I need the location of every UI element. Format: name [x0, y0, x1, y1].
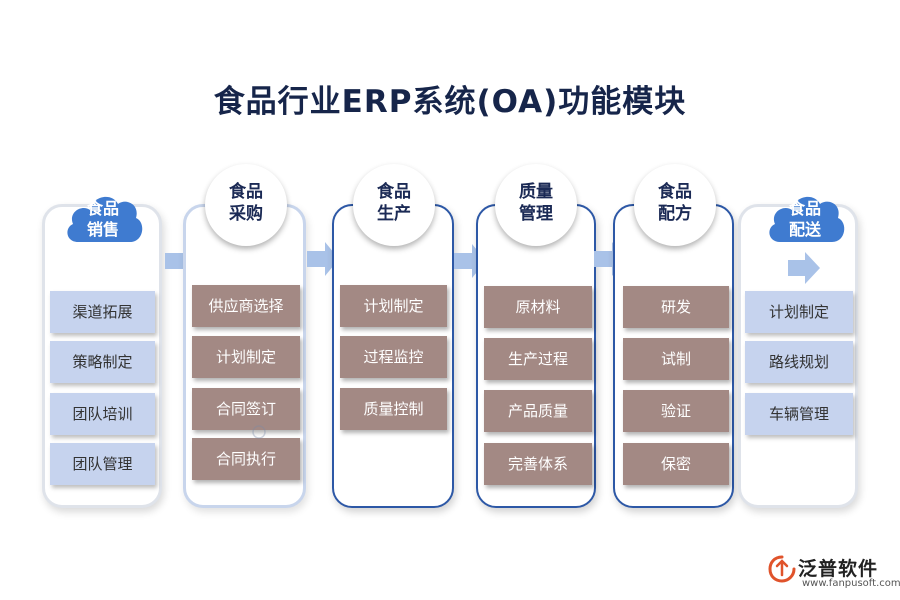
- arrow-right-icon: [307, 242, 339, 276]
- cloud-header-sales: 食品 销售: [60, 184, 146, 254]
- item-production-2: 过程监控: [340, 336, 447, 378]
- cloud-header-delivery: 食品 配送: [762, 184, 848, 254]
- cloud-icon: [67, 196, 143, 242]
- item-purchase-2: 计划制定: [192, 336, 300, 378]
- header-line-2: 生产: [377, 204, 411, 224]
- item-delivery-1: 计划制定: [745, 291, 853, 333]
- item-quality-1: 原材料: [484, 286, 592, 328]
- header-line-1: 质量: [519, 182, 553, 202]
- circle-header-formula-label: 食品 配方: [634, 181, 716, 225]
- cloud-header-delivery-label: 食品 配送: [762, 198, 848, 240]
- header-line-1: 食品: [788, 199, 821, 218]
- circle-header-formula: 食品 配方: [634, 164, 716, 246]
- item-delivery-2: 路线规划: [745, 341, 853, 383]
- item-quality-2: 生产过程: [484, 338, 592, 380]
- header-line-2: 采购: [229, 204, 263, 224]
- item-purchase-3: 合同签订: [192, 388, 300, 430]
- circle-header-production-label: 食品 生产: [353, 181, 435, 225]
- item-quality-4: 完善体系: [484, 443, 592, 485]
- header-line-1: 食品: [658, 182, 692, 202]
- item-production-1: 计划制定: [340, 285, 447, 327]
- fanpu-watermark-icon: [252, 425, 266, 439]
- circle-header-purchase-label: 食品 采购: [205, 181, 287, 225]
- item-production-3: 质量控制: [340, 388, 447, 430]
- header-line-1: 食品: [229, 182, 263, 202]
- item-formula-2: 试制: [623, 338, 729, 380]
- item-formula-3: 验证: [623, 390, 729, 432]
- cloud-icon: [769, 196, 845, 242]
- header-line-1: 食品: [377, 182, 411, 202]
- item-sales-4: 团队管理: [50, 443, 155, 485]
- diagram-title: 食品行业ERP系统(OA)功能模块: [213, 84, 687, 120]
- item-quality-3: 产品质量: [484, 390, 592, 432]
- item-formula-1: 研发: [623, 286, 729, 328]
- item-purchase-1: 供应商选择: [192, 285, 300, 327]
- header-line-2: 管理: [519, 204, 553, 224]
- item-formula-4: 保密: [623, 443, 729, 485]
- header-line-1: 食品: [86, 199, 119, 218]
- logo-url: www.fanpusoft.com: [802, 578, 900, 589]
- header-line-2: 配方: [658, 204, 692, 224]
- watermark: [252, 424, 322, 440]
- circle-header-quality: 质量 管理: [495, 164, 577, 246]
- circle-header-quality-label: 质量 管理: [495, 181, 577, 225]
- header-line-2: 配送: [788, 220, 821, 239]
- header-line-2: 销售: [86, 220, 119, 239]
- logo-name: 泛普软件: [798, 558, 879, 580]
- item-sales-3: 团队培训: [50, 393, 155, 435]
- logo: 泛普软件 www.fanpusoft.com: [768, 553, 900, 593]
- cloud-header-sales-label: 食品 销售: [60, 198, 146, 240]
- item-purchase-4: 合同执行: [192, 438, 300, 480]
- fanpu-logo-icon: [768, 555, 796, 583]
- item-delivery-3: 车辆管理: [745, 393, 853, 435]
- item-sales-2: 策略制定: [50, 341, 155, 383]
- circle-header-purchase: 食品 采购: [205, 164, 287, 246]
- circle-header-production: 食品 生产: [353, 164, 435, 246]
- arrow-right-icon: [788, 252, 820, 284]
- item-sales-1: 渠道拓展: [50, 291, 155, 333]
